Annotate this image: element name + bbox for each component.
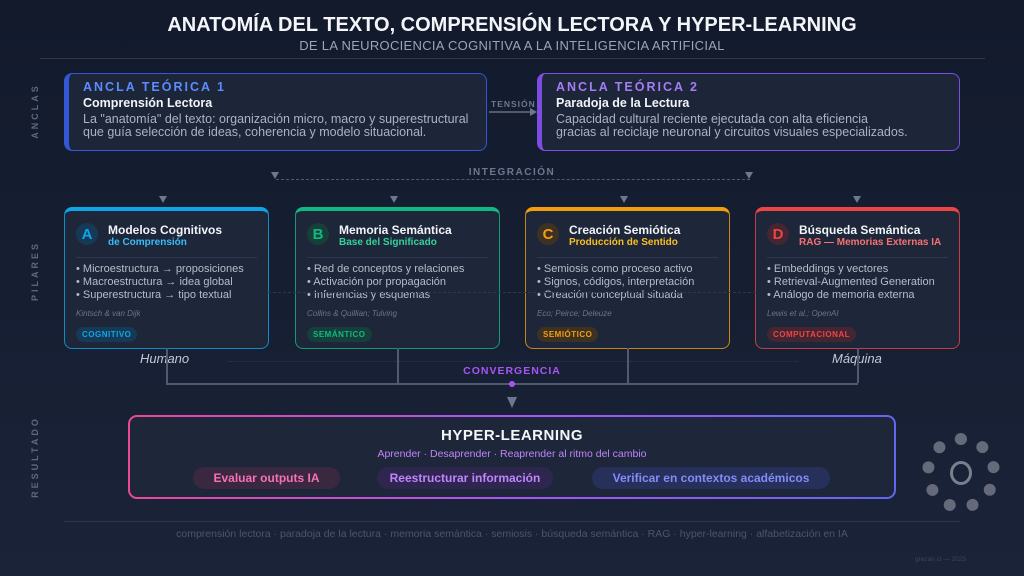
pillar-item: • Signos, códigos, interpretación xyxy=(537,276,695,288)
axis-right-label: Máquina xyxy=(832,351,882,366)
footer-divider xyxy=(64,521,960,522)
page-title: ANATOMÍA DEL TEXTO, COMPRENSIÓN LECTORA … xyxy=(167,14,857,36)
integration-connector xyxy=(276,179,750,180)
pillar-item: • Embeddings y vectores xyxy=(767,263,889,275)
section-label-pilares: PILARES xyxy=(30,241,40,302)
pillar-letter-badge: D xyxy=(767,223,789,245)
header-divider xyxy=(40,58,985,59)
pillar-item: • Inferencias y esquemas xyxy=(307,289,431,301)
arrow-down-icon xyxy=(159,196,167,203)
pillar-item: • Activación por propagación xyxy=(307,276,446,288)
pillar-reference: Collins & Quillian; Tulving xyxy=(307,309,398,318)
restructure-info-button[interactable]: Reestructurar información xyxy=(377,467,553,489)
pillar-divider xyxy=(307,257,488,258)
pillar-item: • Semiosis como proceso activo xyxy=(537,263,693,275)
arrow-down-icon xyxy=(853,196,861,203)
anchor-line: Capacidad cultural reciente ejecutada co… xyxy=(556,112,868,126)
section-label-anclas: ANCLAS xyxy=(30,83,40,139)
footer-keywords: comprensión lectora · paradoja de la lec… xyxy=(176,528,848,540)
pillar-item: • Macroestructura → idea global xyxy=(76,276,233,288)
pillar-card-d: D Búsqueda Semántica RAG — Memorias Exte… xyxy=(755,207,960,349)
anchor-line: gracias al reciclaje neuronal y circuito… xyxy=(556,125,908,139)
pillar-tag: COGNITIVO xyxy=(76,327,138,342)
page-subtitle: DE LA NEUROCIENCIA COGNITIVA A LA INTELI… xyxy=(299,38,725,53)
result-panel: HYPER-LEARNING Aprender · Desaprender · … xyxy=(128,415,896,499)
section-label-resultado: RESULTADO xyxy=(30,416,40,498)
human-machine-axis xyxy=(228,361,798,362)
anchor-card-1: ANCLA TEÓRICA 1 Comprensión Lectora La "… xyxy=(64,73,487,151)
tension-label: TENSIÓN xyxy=(491,99,536,109)
footer-credit: grezan cl — 2025 xyxy=(915,556,966,563)
pillar-title: Búsqueda Semántica xyxy=(799,223,921,237)
pillar-subtitle: RAG — Memorias Externas IA xyxy=(799,237,942,248)
anchor-kicker: ANCLA TEÓRICA 1 xyxy=(83,80,226,94)
pillar-item: • Análogo de memoria externa xyxy=(767,289,915,301)
pillar-reference: Kintsch & van Dijk xyxy=(76,309,141,318)
axis-left-label: Humano xyxy=(140,351,190,366)
anchor-line: La "anatomía" del texto: organización mi… xyxy=(83,112,469,126)
pillar-letter-badge: C xyxy=(537,223,559,245)
anchor-title: Paradoja de la Lectura xyxy=(556,96,690,110)
convergence-dot xyxy=(509,381,515,387)
pillar-item: • Microestructura → proposiciones xyxy=(76,263,244,275)
connector-d xyxy=(857,348,859,383)
logo-emblem xyxy=(922,433,1000,513)
connector-b xyxy=(397,348,399,383)
connector-a xyxy=(166,348,168,383)
anchor-line: que guía selección de ideas, coherencia … xyxy=(83,125,427,139)
anchor-kicker: ANCLA TEÓRICA 2 xyxy=(556,80,699,94)
pillar-card-b: B Memoria Semántica Base del Significado… xyxy=(295,207,500,349)
pillar-subtitle: Base del Significado xyxy=(339,237,437,248)
tension-connector xyxy=(489,111,531,113)
pillar-subtitle: Producción de Sentido xyxy=(569,237,678,248)
evaluate-outputs-button[interactable]: Evaluar outputs IA xyxy=(193,467,340,489)
pillar-tag: SEMIÓTICO xyxy=(537,327,599,342)
pillar-tag: COMPUTACIONAL xyxy=(767,327,857,342)
verify-academic-button[interactable]: Verificar en contextos académicos xyxy=(592,467,830,489)
pillar-link-dashes xyxy=(268,292,756,293)
integration-label: INTEGRACIÓN xyxy=(468,167,556,178)
pillar-reference: Eco; Peirce; Deleuze xyxy=(537,309,612,318)
result-title: HYPER-LEARNING xyxy=(440,427,583,444)
pillar-card-a: A Modelos Cognitivos de Comprensión • Mi… xyxy=(64,207,269,349)
pillar-subtitle: de Comprensión xyxy=(108,237,187,248)
pillar-reference: Lewis et al.; OpenAI xyxy=(767,309,839,318)
arrow-down-icon xyxy=(620,196,628,203)
pillar-item: • Superestructura → tipo textual xyxy=(76,289,232,301)
arrow-down-icon xyxy=(390,196,398,203)
convergence-label: CONVERGENCIA xyxy=(463,365,561,377)
pillar-divider xyxy=(537,257,718,258)
connector-c xyxy=(627,348,629,383)
pillar-letter-badge: A xyxy=(76,223,98,245)
pillar-title: Modelos Cognitivos xyxy=(108,223,222,237)
tension-arrow-icon xyxy=(530,108,537,116)
pillar-item: • Retrieval-Augmented Generation xyxy=(767,276,935,288)
pillar-item: • Creación conceptual situada xyxy=(537,289,683,301)
result-subtitle: Aprender · Desaprender · Reaprender al r… xyxy=(377,448,647,460)
arrow-down-icon xyxy=(745,172,753,179)
pillar-card-c: C Creación Semiótica Producción de Senti… xyxy=(525,207,730,349)
pillar-title: Memoria Semántica xyxy=(339,223,452,237)
pillar-divider xyxy=(767,257,948,258)
pillar-divider xyxy=(76,257,257,258)
anchor-title: Comprensión Lectora xyxy=(83,96,213,110)
pillar-tag: SEMÁNTICO xyxy=(307,327,372,342)
arrow-down-icon xyxy=(507,397,517,408)
pillar-letter-badge: B xyxy=(307,223,329,245)
pillar-item: • Red de conceptos y relaciones xyxy=(307,263,465,275)
arrow-down-icon xyxy=(271,172,279,179)
anchor-card-2: ANCLA TEÓRICA 2 Paradoja de la Lectura C… xyxy=(537,73,960,151)
pillar-title: Creación Semiótica xyxy=(569,223,681,237)
